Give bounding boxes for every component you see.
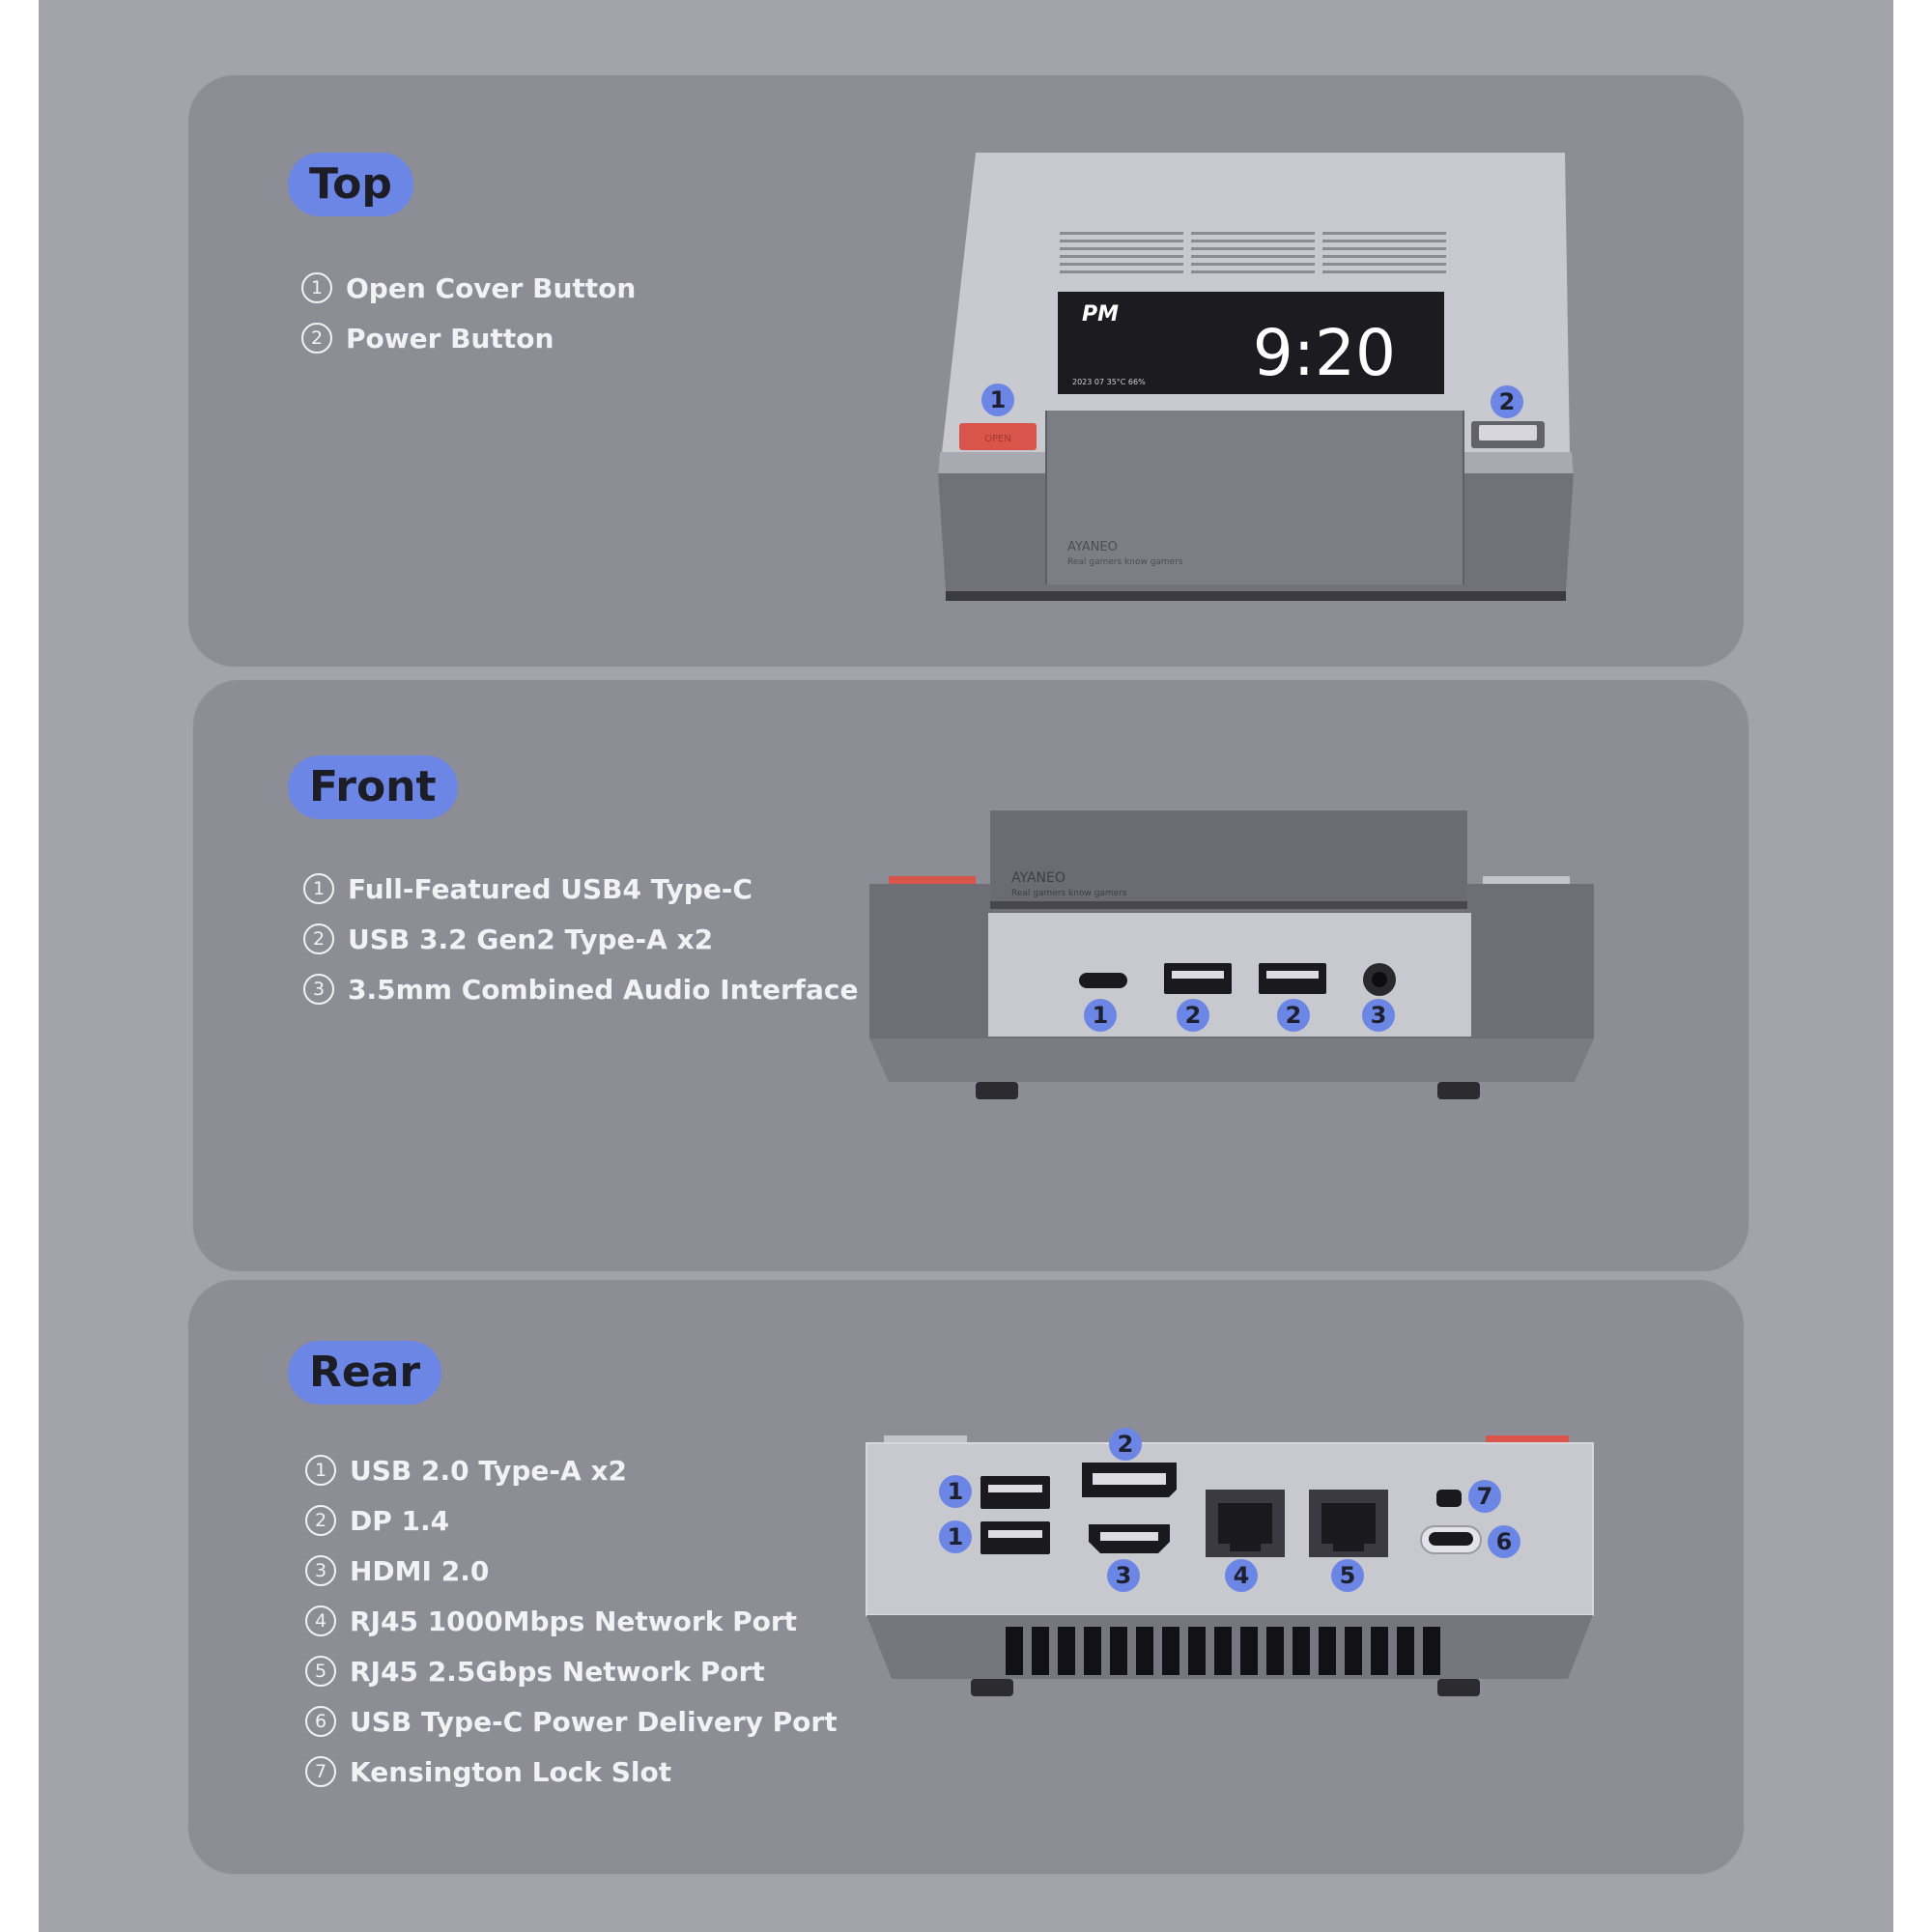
kensington-lock-slot[interactable]	[1436, 1490, 1462, 1507]
open-cover-button[interactable]	[959, 423, 1037, 450]
svg-text:AYANEO: AYANEO	[1011, 870, 1065, 886]
usb-c-pd-port[interactable]	[1429, 1532, 1473, 1546]
section-label-top: Top	[288, 153, 413, 216]
svg-text:AYANEO: AYANEO	[1067, 540, 1118, 554]
callout-badge: 1	[939, 1475, 972, 1508]
clock-screen	[1058, 292, 1444, 394]
callout-badge: 4	[1225, 1559, 1258, 1592]
clock-time: 9:20	[1253, 316, 1396, 390]
callout-badge: 6	[1488, 1525, 1520, 1558]
device-front-view: AYANEO Real gamers know gamers	[869, 810, 1594, 1099]
callout-badge: 7	[1468, 1480, 1501, 1513]
svg-text:Real gamers know gamers: Real gamers know gamers	[1067, 557, 1183, 567]
callout-badge: 1	[981, 384, 1014, 416]
usb-c-port[interactable]	[1079, 973, 1127, 988]
callout-badge: 2	[1277, 999, 1310, 1032]
svg-text:Real gamers know gamers: Real gamers know gamers	[1011, 889, 1127, 898]
callout-badge: 5	[1331, 1559, 1364, 1592]
callout-badge: 3	[1362, 999, 1395, 1032]
clock-period: PM	[1082, 302, 1119, 327]
callout-badge: 3	[1107, 1559, 1140, 1592]
callout-badge: 1	[939, 1520, 972, 1553]
callout-badge: 2	[1177, 999, 1209, 1032]
svg-text:OPEN: OPEN	[984, 434, 1011, 444]
section-label-rear: Rear	[288, 1341, 442, 1405]
section-label-front: Front	[288, 755, 458, 819]
callout-badge: 2	[1109, 1428, 1142, 1461]
callout-badge: 2	[1491, 385, 1523, 418]
clock-status: 2023 07 35°C 66%	[1072, 378, 1146, 386]
callout-badge: 1	[1084, 999, 1117, 1032]
device-top-view: PM 9:20 2023 07 35°C 66% OPEN AYANEO Rea…	[938, 153, 1574, 601]
